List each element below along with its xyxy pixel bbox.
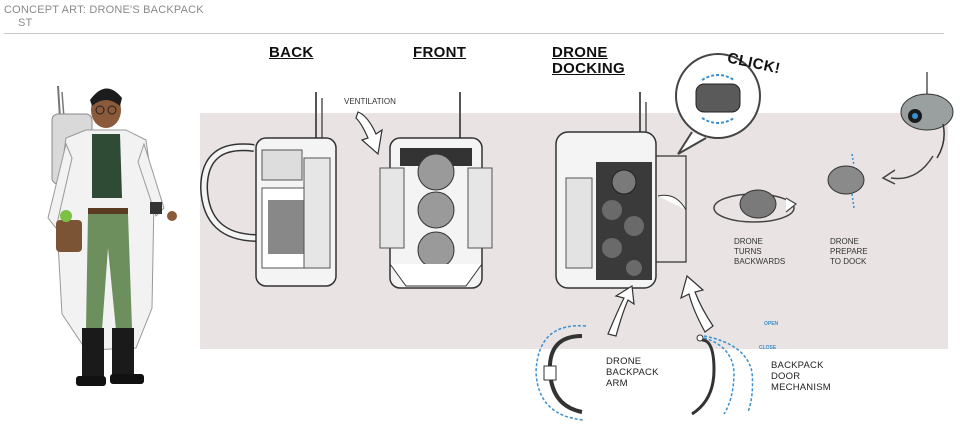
arm-up-arrow xyxy=(607,284,635,337)
backpack-door-mechanism-line3: MECHANISM xyxy=(771,382,831,393)
heading-drone-docking-line1: DRONE xyxy=(552,44,608,61)
drone-prepare-illustration xyxy=(827,153,865,209)
door-up-arrow xyxy=(680,274,714,333)
page-title: CONCEPT ART: DRONE'S BACKPACK xyxy=(4,4,204,16)
drone-backpack-arm-illustration xyxy=(535,324,587,421)
drone-backpack-arm-line3: ARM xyxy=(606,378,628,389)
drone-turns-line3: BACKWARDS xyxy=(734,257,786,266)
drone-backpack-arm-label: DRONE BACKPACK ARM xyxy=(606,356,659,389)
close-label: CLOSE xyxy=(759,345,777,351)
click-detail-bubble xyxy=(675,53,761,155)
heading-drone-docking-line2: DOCKING xyxy=(552,60,625,77)
backpack-door-mechanism-label: BACKPACK DOOR MECHANISM xyxy=(771,360,831,393)
ventilation-label: VENTILATION xyxy=(344,97,396,106)
backpack-back-view xyxy=(199,92,337,287)
character-illustration xyxy=(47,85,177,386)
open-label: OPEN xyxy=(764,321,779,327)
flying-drone xyxy=(900,72,954,159)
drone-turns-line2: TURNS xyxy=(734,247,762,256)
ventilation-arrow xyxy=(355,111,383,156)
drone-turn-illustration xyxy=(713,189,798,223)
backpack-door-mechanism-line2: DOOR xyxy=(771,371,801,382)
drone-turns-label: DRONE TURNS BACKWARDS xyxy=(734,237,785,267)
page-subtitle: ST xyxy=(18,17,33,29)
heading-back: BACK xyxy=(269,44,314,61)
drone-prepare-line3: TO DOCK xyxy=(830,257,867,266)
drone-prepare-line1: DRONE xyxy=(830,237,859,246)
backpack-docking-view xyxy=(555,92,687,289)
backpack-door-mechanism-line1: BACKPACK xyxy=(771,360,824,371)
drone-prepare-line2: PREPARE xyxy=(830,247,868,256)
drone-backpack-arm-line2: BACKPACK xyxy=(606,367,659,378)
heading-drone-docking: DRONE DOCKING xyxy=(552,45,625,77)
curved-arrow-to-prepare xyxy=(881,155,934,185)
header-divider xyxy=(4,33,944,34)
page-header: CONCEPT ART: DRONE'S BACKPACK ST xyxy=(4,4,204,30)
backpack-front-view xyxy=(379,92,493,289)
drone-turns-line1: DRONE xyxy=(734,237,763,246)
drone-prepare-label: DRONE PREPARE TO DOCK xyxy=(830,237,868,267)
backpack-door-mechanism-illustration xyxy=(691,334,754,416)
heading-front: FRONT xyxy=(413,44,467,61)
drone-backpack-arm-line1: DRONE xyxy=(606,356,642,367)
